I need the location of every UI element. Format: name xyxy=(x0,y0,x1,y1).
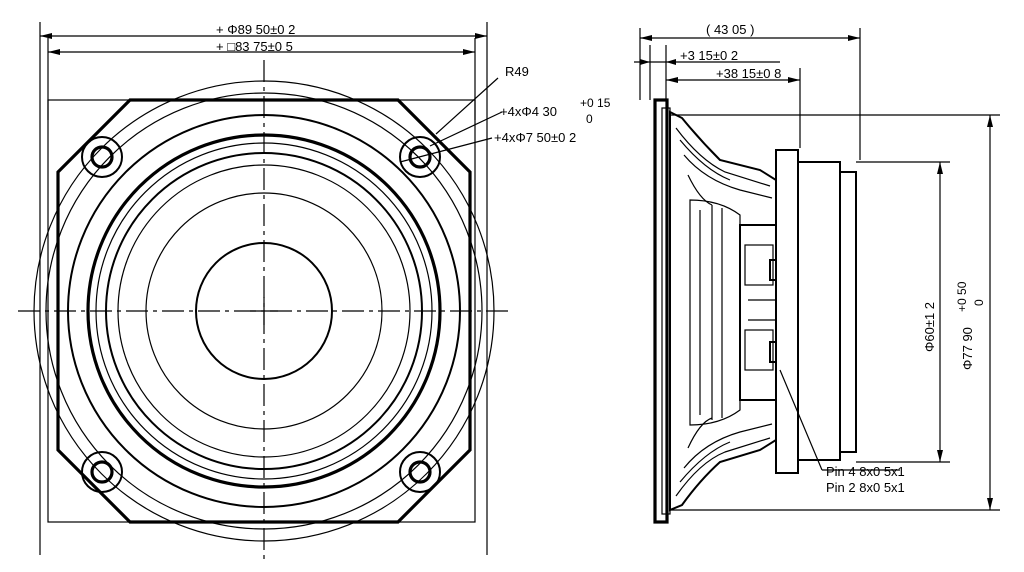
label-large-hole: +4xΦ7 50±0 2 xyxy=(494,130,576,145)
mounting-hole-bottom-left xyxy=(81,451,123,493)
magnet-bottom-plate xyxy=(839,171,857,453)
leader-small-hole xyxy=(429,111,503,147)
terminal-block xyxy=(739,224,777,401)
leader-pin xyxy=(779,369,823,471)
mounting-hole-top-right xyxy=(399,136,441,178)
dim-outer-diameter: + Φ89 50±0 2 xyxy=(216,22,295,37)
pin-label-1: Pin 4 8x0 5x1 xyxy=(826,464,905,479)
dim-flange-thickness: +3 15±0 2 xyxy=(680,48,738,63)
side-view: ( 43 05 ) +3 15±0 2 +38 15±0 8 Φ60±1 2 Φ… xyxy=(634,22,1000,524)
basket-tol-upper: +0 50 xyxy=(955,281,969,312)
magnet-body xyxy=(797,161,841,461)
mounting-hole-top-left xyxy=(81,136,123,178)
label-small-hole: +4xΦ4 30 xyxy=(500,104,557,119)
dim-square: + □83 75±0 5 xyxy=(216,39,293,54)
dim-magnet-diameter: Φ60±1 2 xyxy=(922,302,937,352)
small-hole-tol-lower: 0 xyxy=(586,112,593,126)
mounting-hole-bottom-right xyxy=(399,451,441,493)
label-radius: R49 xyxy=(505,64,529,79)
basket-tol-lower: 0 xyxy=(972,299,986,306)
leader-radius xyxy=(435,77,499,135)
dim-mount-depth: +38 15±0 8 xyxy=(716,66,781,81)
magnet-top-plate xyxy=(775,149,799,474)
pin-label-2: Pin 2 8x0 5x1 xyxy=(826,480,905,495)
front-view: + Φ89 50±0 2 + □83 75±0 5 R49 +4xΦ4 30 +… xyxy=(18,22,611,560)
dim-total-depth: ( 43 05 ) xyxy=(706,22,754,37)
leader-large-hole xyxy=(399,137,493,163)
small-hole-tol-upper: +0 15 xyxy=(580,96,611,110)
flange-plate xyxy=(653,98,669,524)
dim-basket-diameter: Φ77 90 xyxy=(960,327,975,370)
